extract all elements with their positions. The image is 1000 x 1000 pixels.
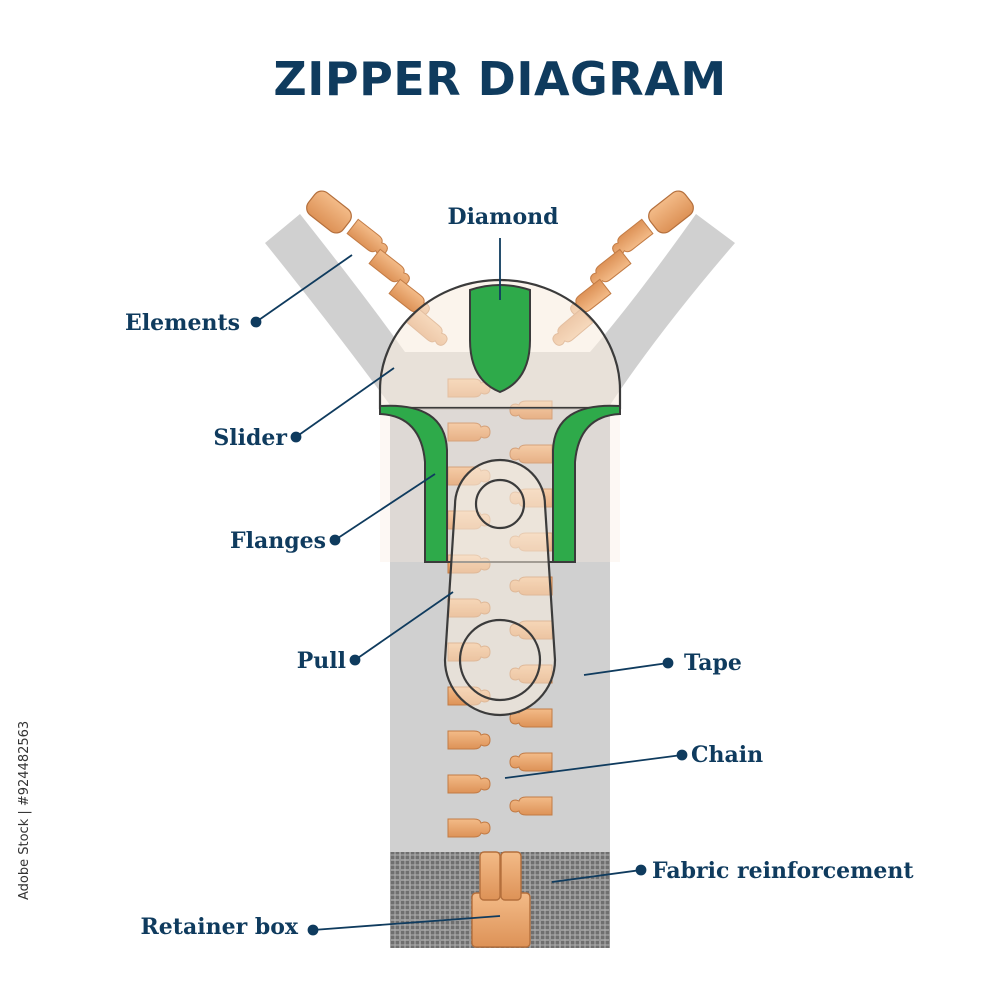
label-flanges: Flanges bbox=[230, 528, 326, 554]
chain-tooth bbox=[447, 774, 491, 794]
retainer-box bbox=[471, 851, 531, 948]
label-chain: Chain bbox=[691, 742, 763, 768]
label-diamond: Diamond bbox=[447, 204, 558, 230]
top-stop-left bbox=[306, 190, 352, 234]
diamond bbox=[469, 284, 531, 394]
chain-tooth bbox=[509, 796, 553, 816]
chain-tooth bbox=[447, 730, 491, 750]
label-pull: Pull bbox=[297, 648, 346, 674]
stock-credit: Adobe Stock | #924482563 bbox=[17, 721, 32, 900]
label-fabric-reinforcement: Fabric reinforcement bbox=[652, 858, 914, 884]
chain-tooth bbox=[509, 752, 553, 772]
label-slider: Slider bbox=[213, 425, 287, 451]
chain-tooth bbox=[447, 818, 491, 838]
label-tape: Tape bbox=[684, 650, 742, 676]
top-stop-right bbox=[648, 190, 694, 234]
diagram-title: ZIPPER DIAGRAM bbox=[273, 52, 727, 106]
label-elements: Elements bbox=[125, 310, 240, 336]
pull bbox=[443, 458, 557, 717]
leader-lines bbox=[250, 238, 688, 936]
label-retainer-box: Retainer box bbox=[141, 914, 299, 940]
